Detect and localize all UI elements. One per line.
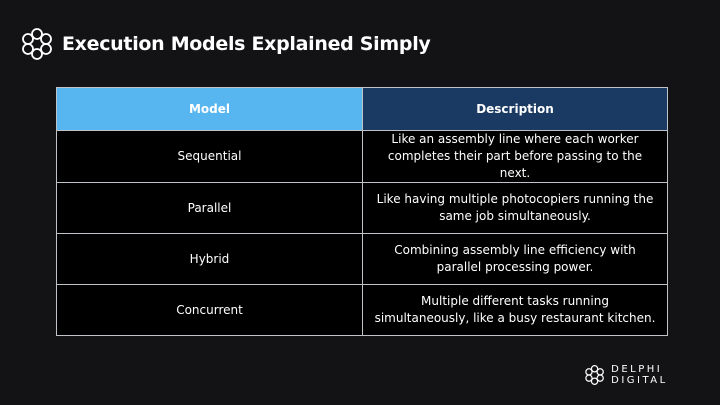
brand-name: DELPHI DIGITAL <box>611 364 668 386</box>
description-cell: Multiple different tasks running simulta… <box>362 284 668 336</box>
description-cell: Like having multiple photocopiers runnin… <box>362 182 668 234</box>
table-header-row: Model Description <box>56 87 668 131</box>
column-header-description: Description <box>362 87 668 131</box>
model-cell: Hybrid <box>56 233 363 285</box>
model-cell: Sequential <box>56 130 363 183</box>
delphi-logo-icon <box>22 28 52 60</box>
delphi-logo-icon <box>585 365 604 385</box>
model-cell: Concurrent <box>56 284 363 336</box>
column-header-model: Model <box>56 87 363 131</box>
description-cell: Combining assembly line efficiency with … <box>362 233 668 285</box>
description-cell: Like an assembly line where each worker … <box>362 130 668 183</box>
slide-header: Execution Models Explained Simply <box>20 27 431 61</box>
brand-footer: DELPHI DIGITAL <box>584 364 720 386</box>
page-title: Execution Models Explained Simply <box>62 33 431 55</box>
model-cell: Parallel <box>56 182 363 234</box>
